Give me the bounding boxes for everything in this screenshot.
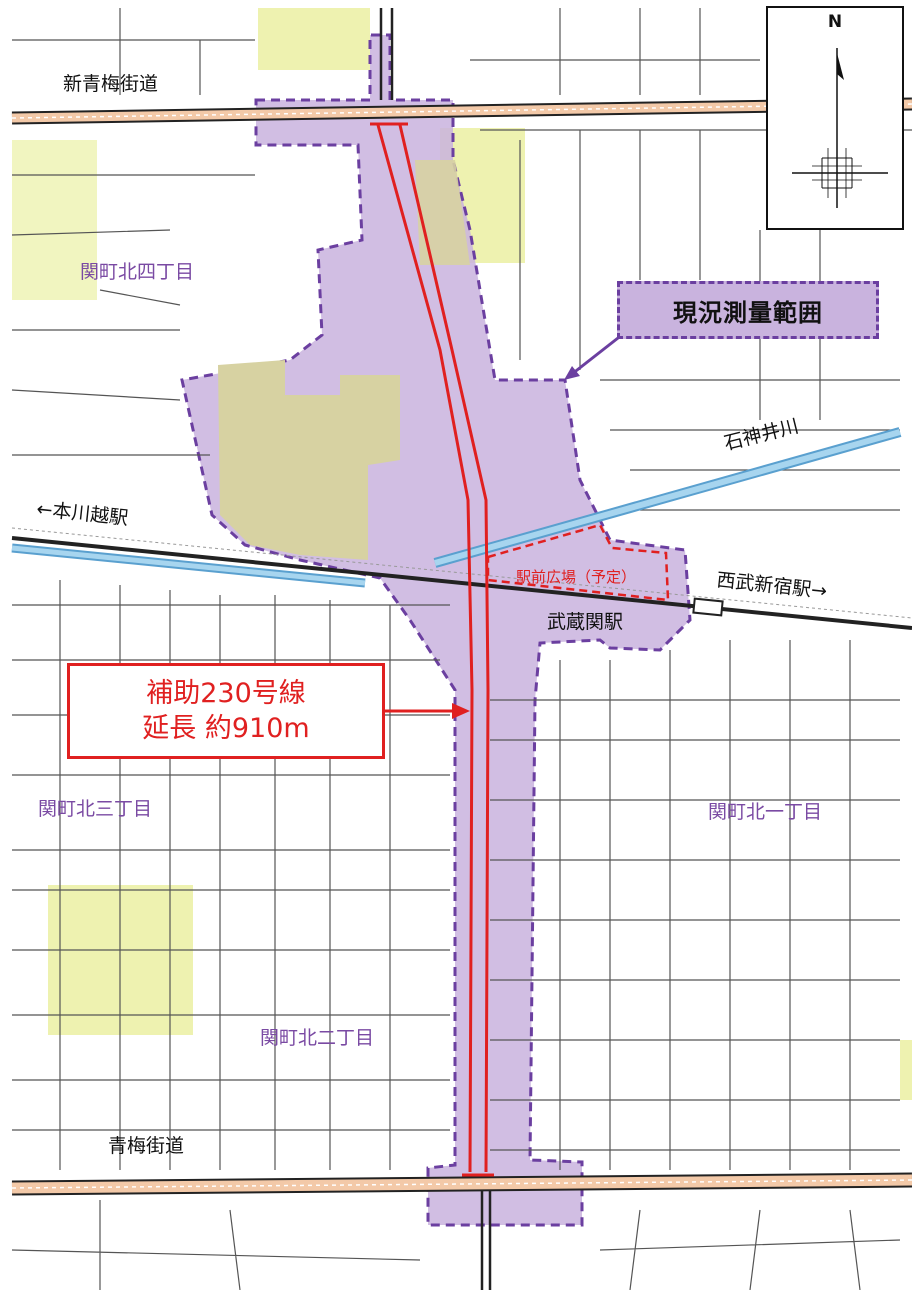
compass-north-letter: N [827, 12, 843, 32]
district-label-kita3: 関町北三丁目 [38, 798, 152, 820]
survey-range-text: 現況測量範囲 [673, 298, 823, 327]
route-name: 補助230号線 [146, 677, 306, 709]
station-label-musashiseki: 武蔵関駅 [547, 611, 623, 633]
road-label-ome: 青梅街道 [108, 1135, 184, 1157]
street-grid [11, 8, 912, 1290]
station-platform [692, 597, 724, 617]
main-roads [11, 8, 912, 1290]
road-label-shin-ome: 新青梅街道 [63, 73, 158, 95]
compass-rose-icon [792, 48, 888, 208]
school-grounds [218, 160, 470, 560]
route-length: 延長 約910m [142, 713, 310, 744]
river [11, 427, 902, 588]
district-label-kita2: 関町北二丁目 [260, 1027, 374, 1049]
railway [11, 527, 912, 630]
district-label-kita4: 関町北四丁目 [80, 261, 194, 283]
survey-range-label: 現況測量範囲 [617, 281, 879, 339]
station-plaza-label: 駅前広場（予定） [516, 568, 636, 586]
route-label-box: 補助230号線 延長 約910m [67, 663, 385, 759]
leader-arrows [385, 336, 619, 719]
district-label-kita1: 関町北一丁目 [708, 801, 822, 823]
station-plaza-outline [486, 523, 670, 602]
north-compass: N [766, 6, 904, 230]
route-230 [370, 122, 494, 1177]
